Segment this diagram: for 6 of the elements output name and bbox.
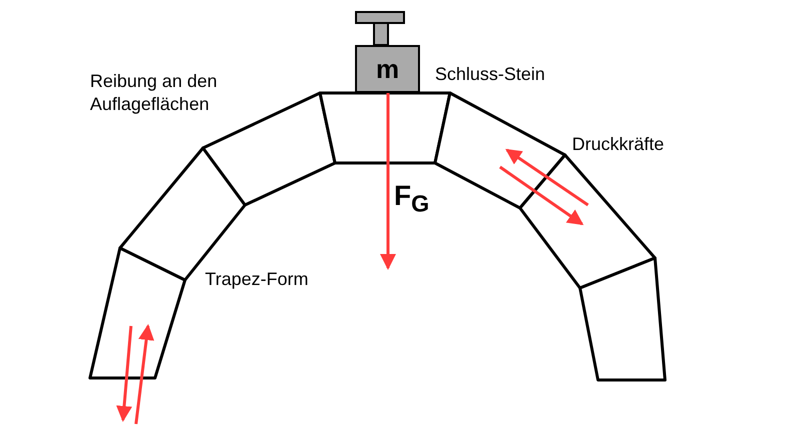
annotation-text: Druckkräfte (572, 133, 664, 156)
keystone-label: Schluss-Stein (435, 63, 546, 86)
weight-block: m (355, 45, 420, 93)
force-label: F$_{G}$ (394, 180, 430, 219)
annotation-text: Trapez-Form (205, 268, 308, 291)
annotation-text: Reibung an den Auflageflächen (90, 70, 218, 116)
